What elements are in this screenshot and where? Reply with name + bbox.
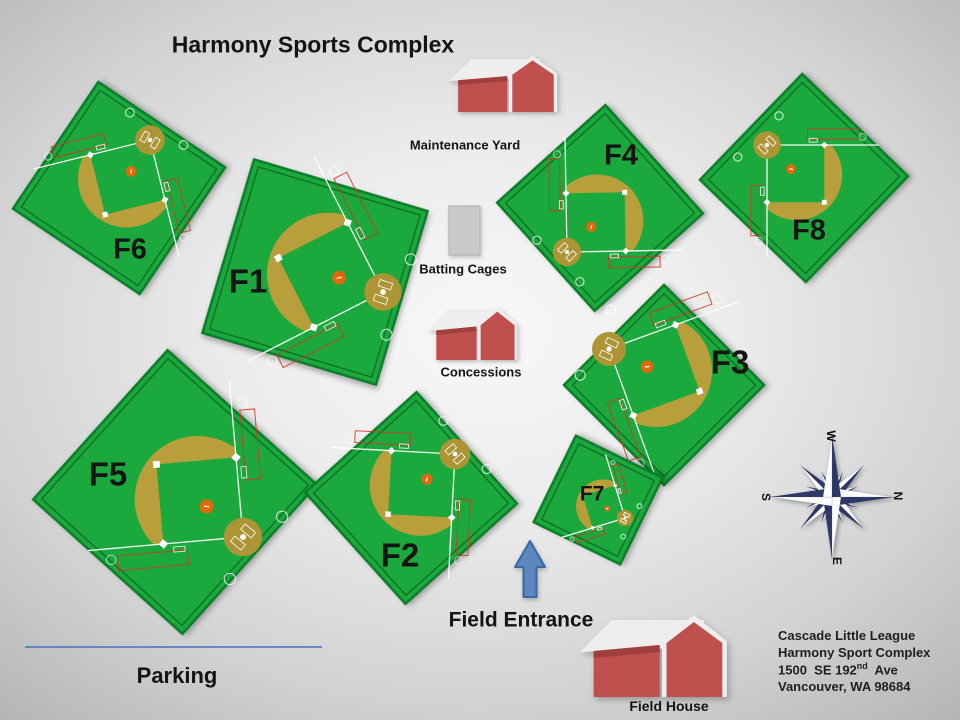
address-line-4: Vancouver, WA 98684: [778, 679, 911, 695]
field-house-building: [580, 615, 727, 697]
field-label-f8: F8: [792, 214, 826, 247]
compass-label-s: S: [759, 492, 773, 502]
field-label-f6: F6: [113, 233, 147, 266]
field-f4: [495, 103, 705, 313]
maintenance-yard-label: Maintenance Yard: [409, 137, 521, 153]
batting-cages-structure: [448, 205, 481, 256]
parking-label: Parking: [136, 663, 218, 688]
address-superscript: nd: [856, 661, 868, 672]
field-f6: [11, 80, 227, 296]
field-f3: [562, 283, 766, 487]
field-label-f1: F1: [228, 262, 268, 300]
compass-label-w: W: [824, 430, 838, 442]
field-label-f5: F5: [88, 455, 128, 493]
address-line-3: 1500 SE 192nd Ave: [778, 661, 898, 678]
field-f8: [698, 72, 910, 284]
concessions-label: Concessions: [440, 364, 522, 380]
maintenance-yard-building: [448, 55, 558, 112]
field-house-label: Field House: [629, 698, 709, 714]
field-label-f7: F7: [579, 482, 605, 506]
field-label-f2: F2: [380, 536, 420, 574]
field-entrance-arrow: [514, 540, 546, 598]
address-block: Cascade Little League Harmony Sport Comp…: [778, 628, 930, 696]
batting-cages-label: Batting Cages: [419, 261, 507, 277]
field-f1: [200, 156, 430, 387]
concessions-building: [428, 307, 518, 360]
field-entrance-label: Field Entrance: [448, 608, 594, 632]
compass-label-n: N: [891, 491, 905, 501]
field-f5: [31, 348, 319, 636]
field-label-f4: F4: [604, 139, 638, 172]
page-title: Harmony Sports Complex: [171, 31, 455, 58]
compass-rose: [769, 434, 895, 560]
address-line-2: Harmony Sport Complex: [778, 644, 931, 660]
compass-label-e: E: [830, 556, 844, 566]
field-f2: [303, 390, 519, 606]
address-line-1: Cascade Little League: [778, 628, 916, 643]
field-label-f3: F3: [710, 343, 750, 381]
field-f7: [532, 434, 664, 566]
